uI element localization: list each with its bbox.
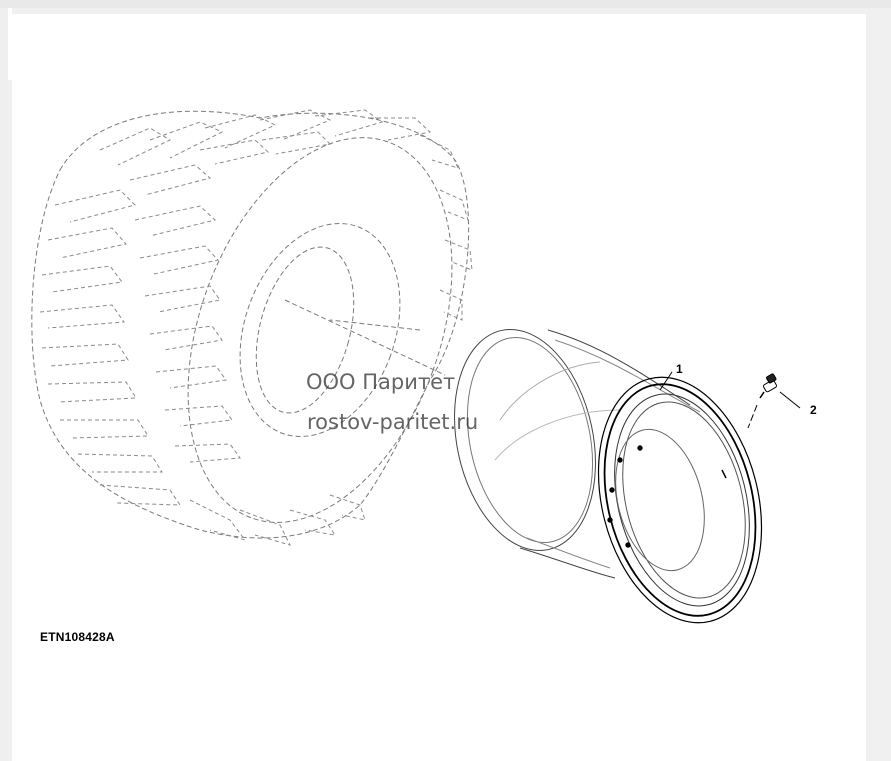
left-border-cap [8, 8, 12, 80]
right-border [868, 8, 891, 761]
callout-label-1: 1 [676, 362, 683, 376]
callout-label-2: 2 [810, 403, 817, 417]
watermark-company-name: ООО Паритет [306, 370, 456, 394]
wheel-assembly-drawing [31, 109, 801, 624]
top-border [0, 0, 891, 8]
figure-reference-code: ETN108428A [40, 630, 115, 644]
diagram-canvas: ООО Паритет rostov-paritet.ru 1 2 ETN108… [12, 14, 866, 761]
left-border [0, 8, 8, 761]
callout-2-leader [747, 391, 801, 429]
valve-stem-part [759, 373, 777, 399]
tire-phantom-outline [31, 110, 470, 539]
tire-tread-lugs [39, 109, 473, 546]
rim-part [454, 329, 763, 624]
callout-1-leader [659, 371, 673, 391]
watermark-website: rostov-paritet.ru [307, 410, 479, 434]
